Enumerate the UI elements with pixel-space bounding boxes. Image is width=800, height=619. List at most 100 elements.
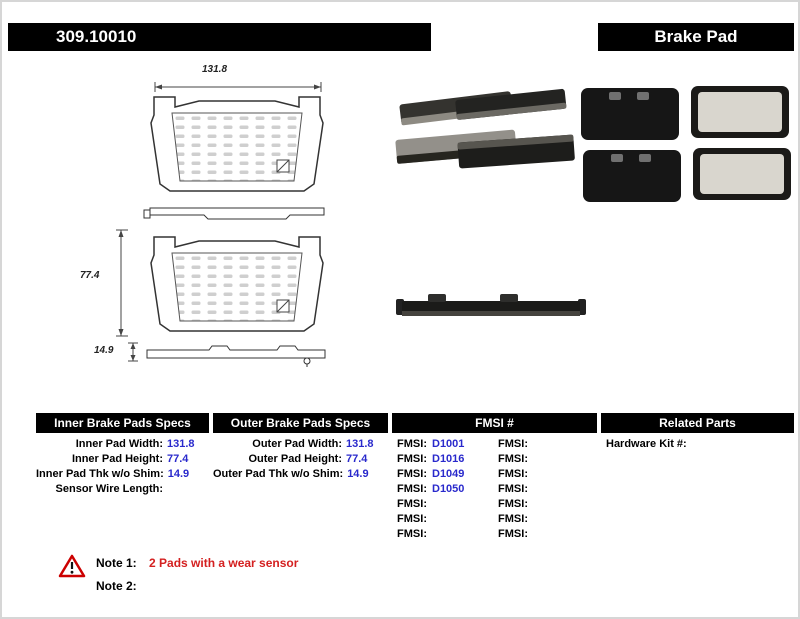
fmsi-rows-col1: FMSI: D1001 FMSI: D1016 FMSI: D1049 FMSI…	[393, 437, 491, 542]
fmsi-row: FMSI:	[494, 527, 592, 542]
spec-row: Inner Pad Thk w/o Shim: 14.9	[36, 467, 209, 482]
pad-backing-bottom	[583, 150, 681, 202]
spec-value: 131.8	[167, 438, 195, 450]
fmsi-row: FMSI:	[393, 512, 491, 527]
part-number: 309.10010	[56, 27, 137, 46]
pad-friction-bottom	[693, 148, 791, 200]
related-value	[687, 438, 692, 450]
fmsi-row: FMSI:	[494, 467, 592, 482]
photo-pad-set	[395, 88, 575, 169]
fmsi-label: FMSI:	[397, 483, 427, 495]
fmsi-value	[528, 482, 533, 497]
fmsi-label: FMSI:	[498, 483, 528, 495]
fmsi-value: D1001	[432, 438, 465, 450]
fmsi-row: FMSI:	[494, 512, 592, 527]
spec-row: Sensor Wire Length:	[36, 482, 209, 497]
spec-value	[163, 482, 209, 497]
fmsi-value	[528, 452, 533, 467]
fmsi-value	[528, 512, 533, 527]
photo-pad-pairs	[581, 86, 791, 202]
fmsi-label: FMSI:	[397, 453, 427, 465]
note-1: Note 1: 2 Pads with a wear sensor	[96, 556, 298, 570]
inner-specs-rows: Inner Pad Width: 131.8 Inner Pad Height:…	[36, 437, 209, 497]
dimension-width-line	[154, 82, 322, 92]
spec-label: Inner Pad Thk w/o Shim:	[36, 468, 164, 480]
fmsi-row: FMSI: D1050	[393, 482, 491, 497]
fmsi-row: FMSI:	[494, 437, 592, 452]
fmsi-rows-col2: FMSI: FMSI: FMSI: FMSI: FMSI: FMSI: FMSI…	[494, 437, 592, 542]
outer-specs-rows: Outer Pad Width: 131.8 Outer Pad Height:…	[213, 437, 388, 482]
photo-pad-profile	[396, 294, 586, 316]
spec-label: Outer Pad Width:	[252, 438, 342, 450]
related-row: Hardware Kit #:	[606, 437, 792, 452]
note-1-label: Note 1:	[96, 556, 137, 570]
fmsi-row: FMSI: D1016	[393, 452, 491, 467]
pad-friction-top	[691, 86, 789, 138]
pad-edge-drawing-bottom	[146, 345, 326, 367]
spec-label: Outer Pad Thk w/o Shim:	[213, 468, 344, 480]
related-label: Hardware Kit #:	[606, 438, 687, 450]
fmsi-value: D1049	[432, 468, 465, 480]
fmsi-row: FMSI:	[494, 497, 592, 512]
fmsi-value	[528, 467, 533, 482]
related-parts-header: Related Parts	[601, 413, 794, 433]
spec-row: Inner Pad Height: 77.4	[36, 452, 209, 467]
pad-edge-drawing-top	[143, 207, 325, 220]
fmsi-label: FMSI:	[498, 468, 528, 480]
pad-front-drawing-top	[142, 87, 332, 199]
fmsi-value	[528, 497, 533, 512]
fmsi-value	[528, 527, 533, 542]
spec-row: Outer Pad Width: 131.8	[213, 437, 388, 452]
inner-specs-header: Inner Brake Pads Specs	[36, 413, 209, 433]
spec-value: 131.8	[346, 438, 374, 450]
spec-label: Sensor Wire Length:	[55, 483, 163, 495]
pad-front-drawing-bottom	[142, 227, 332, 339]
spec-value: 14.9	[347, 468, 369, 480]
dimension-height-line	[116, 229, 128, 337]
fmsi-value: D1050	[432, 483, 465, 495]
note-2-label: Note 2:	[96, 579, 137, 593]
fmsi-value: D1016	[432, 453, 465, 465]
note-2: Note 2:	[96, 579, 146, 593]
spec-row: Outer Pad Thk w/o Shim: 14.9	[213, 467, 388, 482]
dimension-thickness-label: 14.9	[94, 345, 114, 356]
fmsi-row: FMSI:	[494, 482, 592, 497]
fmsi-label: FMSI:	[498, 498, 528, 510]
fmsi-label: FMSI:	[397, 438, 427, 450]
warning-icon	[58, 554, 86, 578]
dimension-height-label: 77.4	[80, 270, 100, 281]
fmsi-value	[427, 497, 432, 512]
spec-row: Inner Pad Width: 131.8	[36, 437, 209, 452]
fmsi-label: FMSI:	[498, 453, 528, 465]
fmsi-label: FMSI:	[397, 498, 427, 510]
fmsi-label: FMSI:	[498, 513, 528, 525]
dimension-thickness-line	[128, 342, 138, 362]
spec-label: Outer Pad Height:	[248, 453, 342, 465]
fmsi-row: FMSI: D1001	[393, 437, 491, 452]
spec-label: Inner Pad Height:	[71, 453, 163, 465]
fmsi-label: FMSI:	[498, 528, 528, 540]
product-type-title: Brake Pad	[654, 27, 738, 46]
spec-label: Inner Pad Width:	[75, 438, 163, 450]
pad-backing-top	[581, 88, 679, 140]
spec-row: Outer Pad Height: 77.4	[213, 452, 388, 467]
fmsi-header: FMSI #	[392, 413, 597, 433]
fmsi-value	[427, 527, 432, 542]
fmsi-row: FMSI:	[393, 497, 491, 512]
fmsi-row: FMSI: D1049	[393, 467, 491, 482]
fmsi-row: FMSI:	[393, 527, 491, 542]
spec-value: 77.4	[346, 453, 368, 465]
fmsi-label: FMSI:	[397, 528, 427, 540]
outer-specs-header: Outer Brake Pads Specs	[213, 413, 388, 433]
fmsi-label: FMSI:	[397, 513, 427, 525]
spec-value: 14.9	[167, 468, 190, 480]
product-type-bar: Brake Pad	[598, 23, 794, 51]
dimension-width-label: 131.8	[202, 64, 228, 75]
fmsi-label: FMSI:	[498, 438, 528, 450]
note-1-text: 2 Pads with a wear sensor	[149, 556, 299, 570]
fmsi-row: FMSI:	[494, 452, 592, 467]
part-number-bar: 309.10010	[8, 23, 431, 51]
fmsi-label: FMSI:	[397, 468, 427, 480]
fmsi-value	[427, 512, 432, 527]
